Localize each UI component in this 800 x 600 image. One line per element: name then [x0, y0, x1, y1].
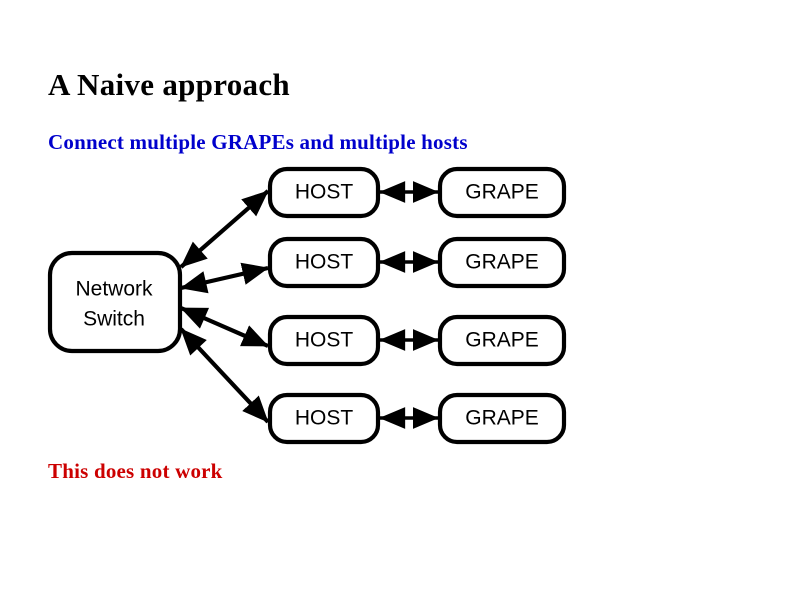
host-grape-links	[379, 181, 439, 429]
host-label-3: HOST	[295, 329, 354, 352]
node-grape-3[interactable]: GRAPE	[437, 314, 567, 367]
host-box-1[interactable]	[267, 166, 381, 219]
host-box-4[interactable]	[267, 392, 381, 445]
node-host-2[interactable]: HOST	[267, 236, 381, 289]
grape-label-4: GRAPE	[465, 407, 539, 430]
node-host-4[interactable]: HOST	[267, 392, 381, 445]
link-switch-host-1	[179, 189, 270, 269]
link-switch-host-2	[180, 262, 269, 294]
slide-footnote: This does not work	[48, 459, 223, 483]
network-switch-box[interactable]	[47, 250, 183, 354]
host-label-1: HOST	[295, 181, 354, 204]
page-title: A Naive approach	[48, 67, 290, 102]
grape-box-3[interactable]	[437, 314, 567, 367]
node-grape-2[interactable]: GRAPE	[437, 236, 567, 289]
node-host-3[interactable]: HOST	[267, 314, 381, 367]
host-label-2: HOST	[295, 251, 354, 274]
host-label-4: HOST	[295, 407, 354, 430]
grape-label-2: GRAPE	[465, 251, 539, 274]
host-box-2[interactable]	[267, 236, 381, 289]
link-switch-host-4	[179, 327, 270, 424]
grape-box-2[interactable]	[437, 236, 567, 289]
node-grape-1[interactable]: GRAPE	[437, 166, 567, 219]
grape-box-1[interactable]	[437, 166, 567, 219]
grape-label-1: GRAPE	[465, 181, 539, 204]
node-grape-4[interactable]: GRAPE	[437, 392, 567, 445]
node-network-switch[interactable]: Network Switch	[47, 250, 183, 354]
grape-box-4[interactable]	[437, 392, 567, 445]
switch-host-links	[179, 189, 270, 424]
network-switch-label-line1: Network	[75, 278, 153, 301]
node-host-1[interactable]: HOST	[267, 166, 381, 219]
host-box-3[interactable]	[267, 314, 381, 367]
network-switch-label-line2: Switch	[83, 308, 145, 331]
slide-subtitle: Connect multiple GRAPEs and multiple hos…	[48, 130, 468, 154]
grape-label-3: GRAPE	[465, 329, 539, 352]
